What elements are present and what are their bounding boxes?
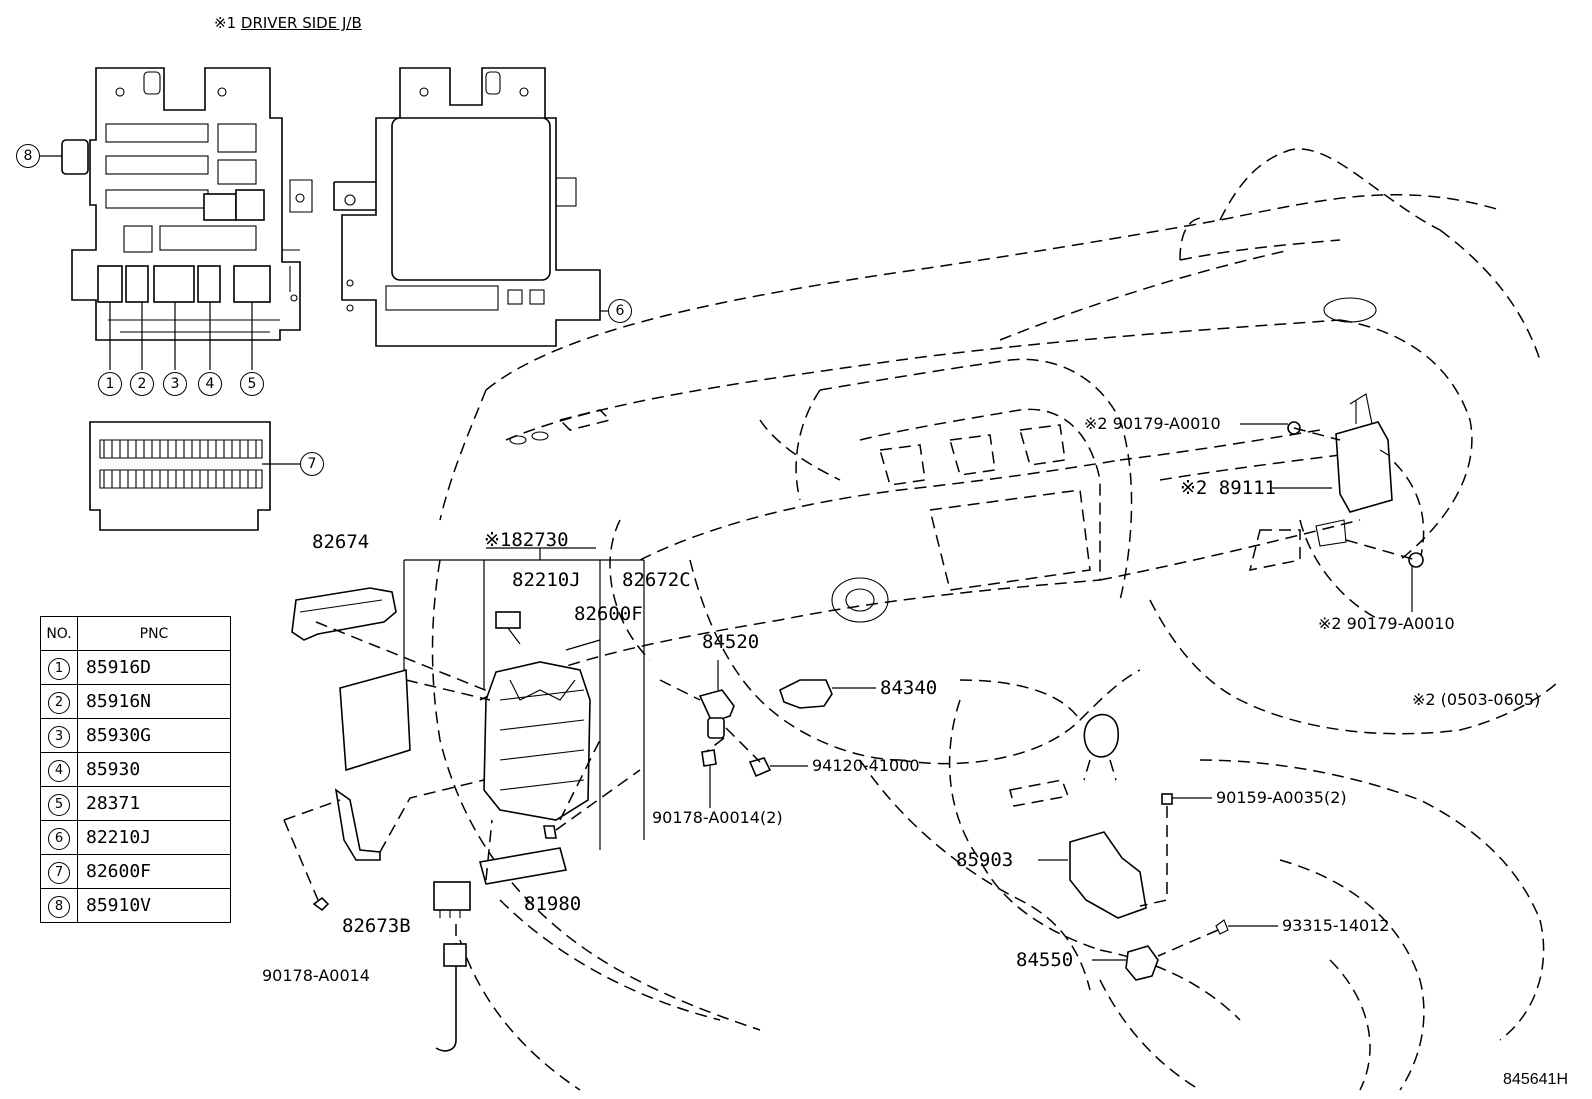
label-93315-14012: 93315-14012 — [1282, 916, 1390, 935]
switch-parts — [659, 660, 876, 808]
header-title: DRIVER SIDE J/B — [240, 14, 362, 32]
table-row: 5 28371 — [40, 786, 231, 821]
row-no: 8 — [48, 895, 70, 918]
header-mark: ※1 — [214, 14, 237, 32]
figure-header: ※1 DRIVER SIDE J/B — [214, 14, 362, 32]
row-no: 4 — [48, 759, 70, 782]
label-90159-a0035-2: 90159-A0035(2) — [1216, 788, 1347, 807]
row-pnc: 82600F — [77, 854, 231, 889]
shift-console-parts — [1009, 713, 1278, 981]
label-89111: ※2 89111 — [1180, 477, 1276, 499]
table-row: 7 82600F — [40, 854, 231, 889]
note-applicability: ※2 (0503-0605) — [1412, 690, 1541, 709]
label-82674: 82674 — [312, 531, 370, 553]
connector-strip — [89, 421, 300, 531]
pnc-table: NO. PNC 1 85916D 2 85916N 3 85930G 4 85930 5… — [40, 616, 231, 923]
row-pnc: 82210J — [77, 820, 231, 855]
label-82730: ※182730 — [484, 529, 569, 551]
row-pnc: 28371 — [77, 786, 231, 821]
label-90179-a0010-top: ※2 90179-A0010 — [1084, 414, 1221, 433]
table-row: 8 85910V — [40, 888, 231, 923]
label-85903: 85903 — [956, 849, 1014, 871]
label-94120-41000: 94120-41000 — [812, 756, 920, 775]
callout-7: 7 — [300, 452, 324, 476]
row-pnc: 85916N — [77, 684, 231, 719]
dashboard-outline — [431, 148, 1561, 1091]
callout-5: 5 — [240, 372, 264, 396]
junction-block-assembly — [283, 547, 645, 1052]
control-module-89111 — [1240, 393, 1424, 612]
row-no: 7 — [48, 861, 70, 884]
col-pnc-header: PNC — [77, 616, 231, 651]
label-90178-a0014-2: 90178-A0014(2) — [652, 808, 783, 827]
row-pnc: 85916D — [77, 650, 231, 685]
label-82673b: 82673B — [342, 915, 411, 937]
junction-block-front-view — [40, 67, 301, 370]
row-no: 5 — [48, 793, 70, 816]
row-pnc: 85930G — [77, 718, 231, 753]
row-no: 2 — [48, 691, 70, 714]
table-row: 3 85930G — [40, 718, 231, 753]
callout-8: 8 — [16, 144, 40, 168]
table-row: 1 85916D — [40, 650, 231, 685]
label-82600f: 82600F — [574, 603, 643, 625]
callout-2: 2 — [130, 372, 154, 396]
label-84550: 84550 — [1016, 949, 1074, 971]
row-pnc: 85930 — [77, 752, 231, 787]
row-no: 1 — [48, 657, 70, 680]
callout-1: 1 — [98, 372, 122, 396]
figure-id: 845641H — [1503, 1071, 1568, 1088]
label-84520: 84520 — [702, 631, 760, 653]
label-81980: 81980 — [524, 893, 582, 915]
table-row: 6 82210J — [40, 820, 231, 855]
callout-3: 3 — [163, 372, 187, 396]
table-row: 2 85916N — [40, 684, 231, 719]
label-90178-a0014: 90178-A0014 — [262, 966, 370, 985]
table-header-row: NO. PNC — [40, 616, 231, 651]
row-pnc: 85910V — [77, 888, 231, 923]
junction-block-rear-view — [289, 67, 608, 347]
col-no-header: NO. — [40, 616, 78, 651]
label-84340: 84340 — [880, 677, 938, 699]
label-90179-a0010-bottom: ※2 90179-A0010 — [1318, 614, 1455, 633]
label-82672c: 82672C — [622, 569, 691, 591]
table-row: 4 85930 — [40, 752, 231, 787]
row-no: 3 — [48, 725, 70, 748]
row-no: 6 — [48, 827, 70, 850]
callout-6: 6 — [608, 299, 632, 323]
label-82210j: 82210J — [512, 569, 581, 591]
callout-4: 4 — [198, 372, 222, 396]
